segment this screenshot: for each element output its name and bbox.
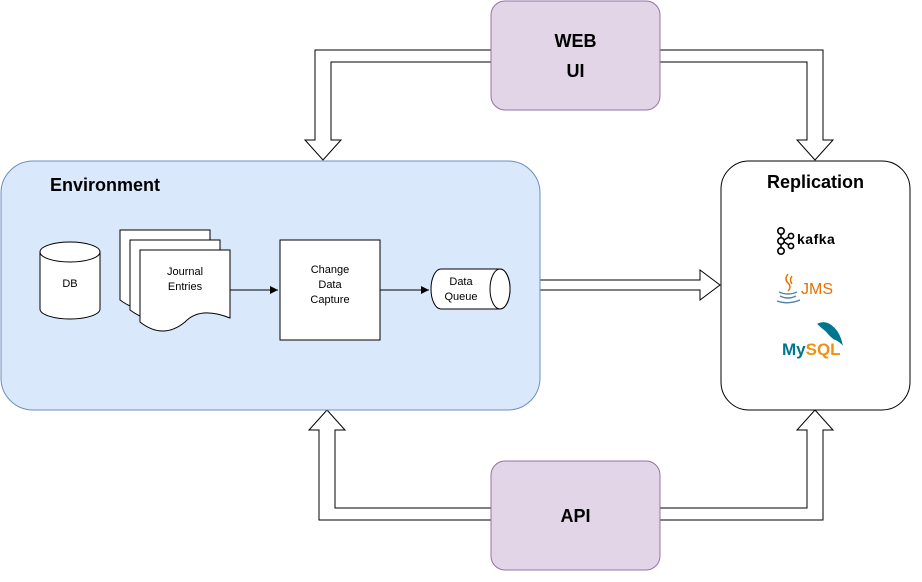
cdc-line2: Data	[318, 279, 342, 291]
api-to-replication-arrow	[659, 409, 835, 521]
queue-line2: Queue	[444, 291, 478, 303]
api-box	[490, 460, 661, 571]
web-ui-line1: WEB	[554, 31, 597, 51]
change-data-capture-box	[279, 239, 381, 341]
environment-container	[0, 160, 541, 411]
kafka-icon	[776, 227, 795, 256]
webui-to-replication-arrow	[659, 49, 835, 161]
mysql-dolphin-icon	[817, 322, 843, 346]
api-to-environment-arrow	[307, 409, 492, 521]
api-label: API	[560, 506, 591, 526]
web-ui-line2: UI	[566, 61, 585, 81]
journal-entries-label: Journal Entries	[140, 265, 230, 295]
mysql-wordmark-my: My	[782, 340, 806, 359]
webui-to-environment-arrow	[303, 49, 492, 161]
mysql-wordmark-sql: SQL	[805, 340, 841, 359]
db-label: DB	[62, 278, 78, 290]
mysql-wordmark: MySQL	[782, 340, 841, 360]
change-data-capture-label: Change Data Capture	[280, 263, 380, 308]
cdc-line3: Capture	[310, 294, 350, 306]
jms-wordmark: JMS	[801, 281, 833, 298]
journal-line1: Journal	[166, 266, 204, 278]
java-cup-icon	[776, 273, 801, 304]
web-ui-label: WEB UI	[491, 26, 660, 86]
replication-container	[720, 160, 911, 411]
data-queue-label: Data Queue	[432, 275, 490, 305]
queue-line1: Data	[449, 276, 473, 288]
environment-title: Environment	[50, 175, 161, 195]
environment-to-replication-arrow	[539, 269, 721, 301]
db-cylinder	[39, 241, 101, 320]
kafka-wordmark: kafka	[797, 231, 836, 247]
replication-title: Replication	[766, 172, 864, 192]
journal-entries-document	[119, 229, 231, 332]
journal-line2: Entries	[167, 281, 203, 293]
web-ui-box	[490, 0, 661, 111]
cdc-line1: Change	[310, 264, 350, 276]
data-queue-cylinder	[430, 268, 511, 310]
